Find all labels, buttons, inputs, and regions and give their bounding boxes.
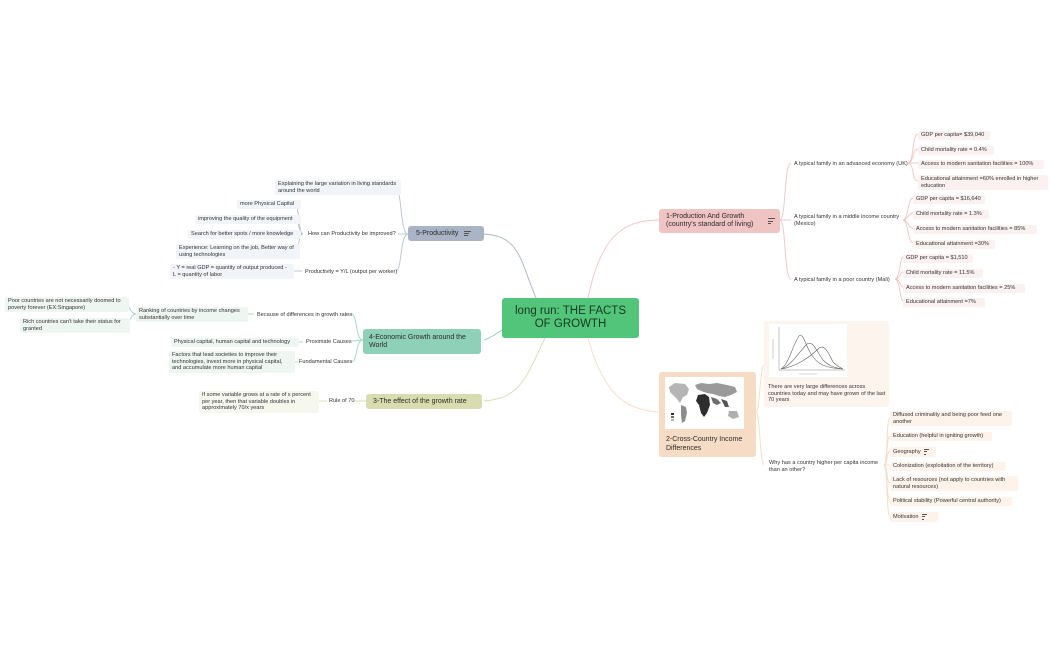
productivity-formula-note[interactable]: - Y = real GDP = quantity of output prod…: [170, 264, 294, 280]
reason-item[interactable]: Motivation: [890, 512, 938, 522]
productivity-explain[interactable]: Explaining the large variation in living…: [275, 180, 401, 196]
productivity-how-improve[interactable]: How can Productivity be improved?: [308, 231, 396, 237]
notes-icon[interactable]: [923, 448, 929, 456]
chart-caption: There are very large differences across …: [768, 384, 886, 404]
growth-ranking[interactable]: Ranking of countries by income changes s…: [136, 307, 248, 323]
cross-country-why[interactable]: Why has a country higher per capita inco…: [769, 460, 879, 473]
notes-icon[interactable]: [921, 513, 927, 521]
production-stat[interactable]: Educational attainment =30%: [913, 240, 995, 249]
branch-productivity-title: 5-Productivity: [416, 229, 459, 237]
branch-production-growth-title: 1-Production And Growth (country's stand…: [666, 213, 754, 228]
branch-productivity[interactable]: 5-Productivity: [408, 226, 484, 241]
reason-item-label: Geography: [893, 448, 921, 455]
productivity-item[interactable]: Search for better spots / more knowledge: [188, 230, 301, 239]
production-stat[interactable]: Educational attainment =60% enrolled in …: [918, 175, 1048, 191]
production-stat[interactable]: Child mortality rate = 1.3%: [913, 210, 989, 219]
world-income-map-image: [665, 377, 744, 429]
central-topic[interactable]: long run: THE FACTS OF GROWTH: [502, 298, 639, 338]
productivity-item[interactable]: Experience: Learning on the job, Better …: [176, 244, 300, 260]
growth-proximate-causes[interactable]: Proximate Causes: [306, 339, 352, 345]
branch-growth-rate-effect[interactable]: 3-The effect of the growth rate: [366, 394, 482, 409]
rule-of-70[interactable]: Rule of 70: [329, 398, 355, 404]
growth-because[interactable]: Because of differences in growth rates: [257, 312, 353, 318]
production-stat[interactable]: GDP per capita = $1,510: [903, 254, 973, 263]
rule-of-70-detail[interactable]: If some variable grows at a rate of x pe…: [199, 391, 319, 413]
growth-fundamental-detail[interactable]: Factors that lead societies to improve t…: [169, 351, 295, 373]
production-stat[interactable]: Educational attainment =7%: [903, 298, 985, 307]
production-stat[interactable]: Access to modern sanitation facilities =…: [918, 160, 1044, 169]
reason-item[interactable]: Diffused criminality and being poor feed…: [890, 411, 1012, 427]
branch-cross-country-title: 2-Cross-Country Income Differences: [666, 436, 743, 452]
production-group-label[interactable]: A typical family in an advanced economy …: [794, 161, 908, 167]
production-stat[interactable]: Child mortality rate = 11.5%: [903, 269, 983, 278]
production-group-label[interactable]: A typical family in a middle income coun…: [794, 214, 900, 227]
income-growth-chart-image: [769, 324, 847, 377]
growth-poor-countries[interactable]: Poor countries are not necessarily doome…: [5, 297, 129, 313]
notes-icon[interactable]: [768, 217, 775, 225]
production-stat[interactable]: GDP per capita = $16,640: [913, 195, 985, 204]
productivity-item[interactable]: more Physical Capital: [237, 200, 301, 209]
productivity-formula[interactable]: Productivity = Y/L (output per worker): [305, 269, 398, 275]
reason-item[interactable]: Political stability (Powerful central au…: [890, 497, 1012, 506]
branch-production-growth[interactable]: 1-Production And Growth (country's stand…: [659, 209, 780, 233]
reason-item[interactable]: Colonization (exploitation of the territ…: [890, 462, 1006, 471]
branch-cross-country[interactable]: 2-Cross-Country Income Differences: [659, 372, 756, 457]
growth-rich-countries[interactable]: Rich countries can't take their status f…: [20, 318, 130, 334]
growth-fundamental-causes[interactable]: Fundamental Causes: [299, 359, 353, 365]
reason-item[interactable]: Education (helpful in igniting growth): [890, 432, 992, 441]
reason-item-label: Motivation: [893, 513, 919, 520]
production-stat[interactable]: Access to modern sanitation facilities =…: [913, 225, 1037, 234]
production-stat[interactable]: Child mortality rate = 0.4%: [918, 146, 994, 155]
growth-proximate-detail[interactable]: Physical capital, human capital and tech…: [171, 338, 299, 347]
production-group-label[interactable]: A typical family in a poor country (Mali…: [794, 277, 890, 283]
reason-item[interactable]: Lack of resources (not apply to countrie…: [890, 476, 1018, 492]
branch-growth-rate-effect-title: 3-The effect of the growth rate: [373, 397, 467, 405]
branch-economic-growth[interactable]: 4-Economic Growth around the World: [363, 329, 481, 354]
central-topic-title: long run: THE FACTS OF GROWTH: [515, 305, 626, 330]
productivity-item[interactable]: improving the quality of the equipment: [195, 215, 301, 224]
reason-item[interactable]: Geography: [890, 447, 936, 457]
production-stat[interactable]: GDP per capita= $39,040: [918, 131, 990, 140]
production-stat[interactable]: Access to modern sanitation facilities =…: [903, 284, 1025, 293]
notes-icon[interactable]: [464, 230, 472, 238]
income-growth-chart-node[interactable]: There are very large differences across …: [764, 321, 889, 407]
branch-economic-growth-title: 4-Economic Growth around the World: [369, 333, 466, 349]
